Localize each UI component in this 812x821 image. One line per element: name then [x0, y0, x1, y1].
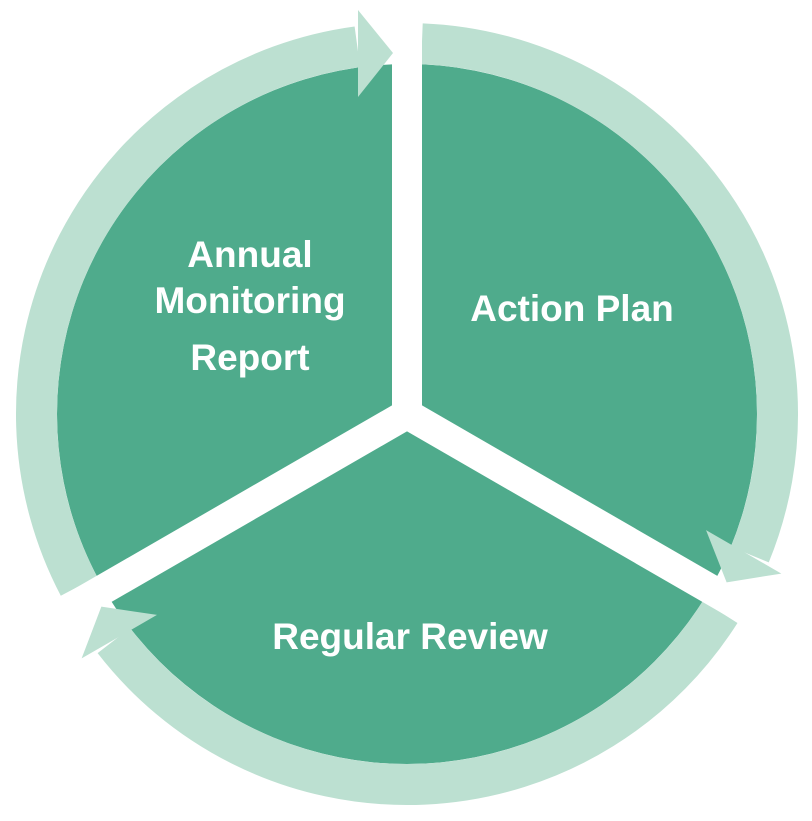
segment-gap — [392, 0, 422, 430]
cycle-sector-3 — [16, 26, 429, 659]
segment-gap — [385, 393, 795, 647]
cycle-sector-2 — [97, 393, 795, 805]
cycle-arc — [421, 23, 799, 563]
arrow-head-icon — [706, 530, 782, 583]
cycle-arc — [97, 601, 738, 805]
cycle-arc — [16, 26, 361, 596]
arrow-head-icon — [358, 10, 393, 97]
cycle-sector-1 — [358, 0, 799, 563]
segment-gap — [19, 393, 429, 647]
arrow-head-icon — [81, 606, 157, 659]
